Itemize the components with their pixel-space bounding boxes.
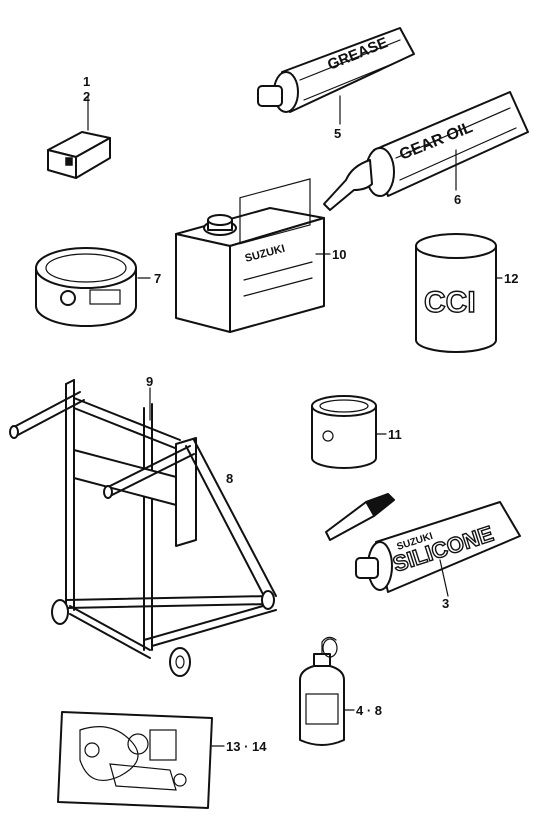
part-grease-tube [257,27,415,125]
callout-9: 9 [146,374,153,389]
part-bottle [299,636,355,746]
callout-7: 7 [154,271,161,286]
callout-11: 11 [388,427,402,442]
part-block [47,95,111,179]
part-gasket-kit [57,711,225,809]
callout-2: 2 [83,89,90,104]
callout-13-14: 13 · 14 [226,739,267,754]
part-cci-can [415,233,503,353]
callout-3: 3 [442,596,449,611]
part-small-can [311,395,387,469]
cci-label: CCI [424,286,476,319]
part-stand [9,379,277,677]
callout-1: 1 [83,74,90,89]
callout-4-8: 4 · 8 [356,703,382,718]
callout-8: 8 [226,471,233,486]
part-round-tin [35,247,151,327]
callout-10: 10 [332,247,346,262]
part-sealant-tube [325,493,521,597]
part-gear-oil-tube [323,91,529,211]
part-oil-can [175,178,331,333]
callout-6: 6 [454,192,461,207]
callout-5: 5 [334,126,341,141]
callout-12: 12 [504,271,518,286]
